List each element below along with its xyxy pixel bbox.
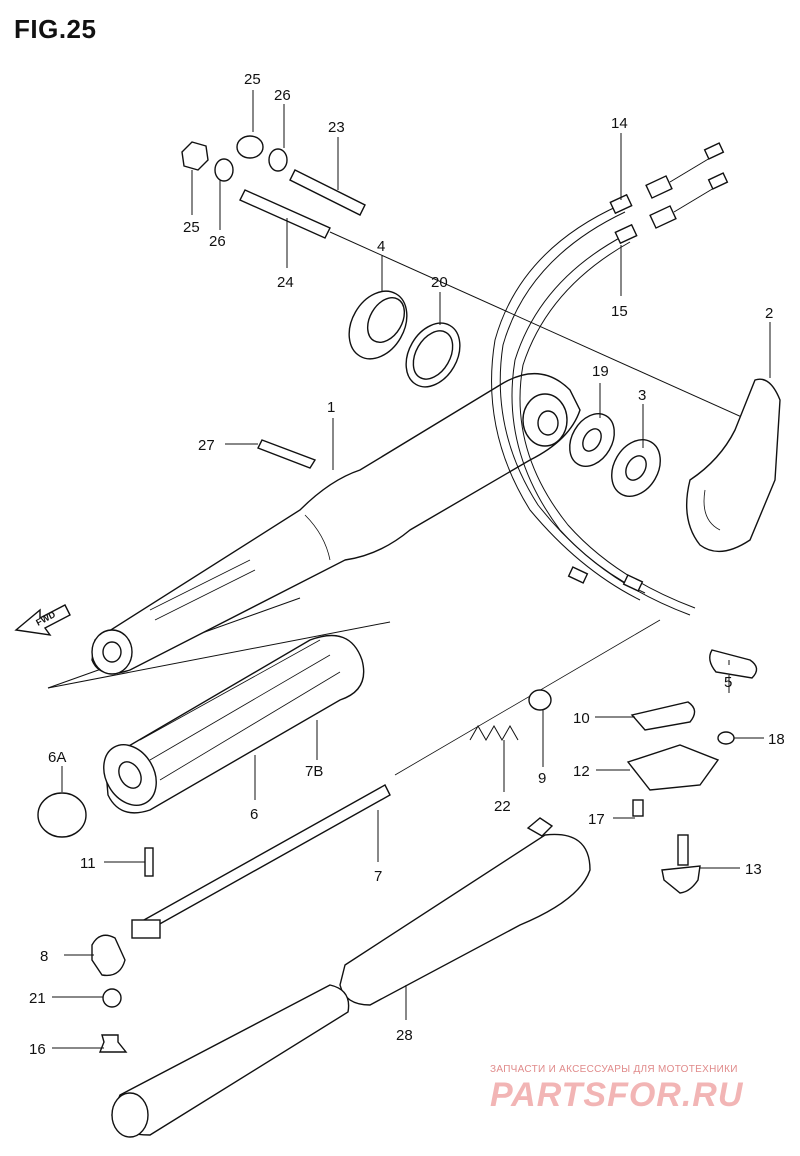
- callout-17: 17: [588, 811, 605, 828]
- callout-14: 14: [611, 115, 628, 132]
- watermark-logo: PARTSFOR.RU: [490, 1076, 744, 1114]
- tiller-cover: [685, 378, 781, 553]
- label-plate: [257, 439, 317, 469]
- throttle-shaft: [131, 784, 391, 939]
- figure-title: FIG.25: [14, 14, 97, 44]
- tiller-extension: [111, 817, 591, 1138]
- callout-22: 22: [494, 798, 511, 815]
- control-cables: [491, 142, 729, 616]
- callout-19: 19: [592, 363, 609, 380]
- leader-lines: [52, 90, 771, 1049]
- callout-26b: 26: [209, 233, 226, 250]
- clip: [528, 689, 552, 711]
- callout-1: 1: [327, 399, 335, 416]
- callout-21: 21: [29, 990, 46, 1007]
- callout-3: 3: [638, 387, 646, 404]
- callout-8: 8: [40, 948, 48, 965]
- callout-16: 16: [29, 1041, 46, 1058]
- callout-15: 15: [611, 303, 628, 320]
- callout-11: 11: [80, 855, 96, 872]
- callout-24: 24: [277, 274, 294, 291]
- callout-7: 7: [374, 868, 382, 885]
- callout-10: 10: [573, 710, 590, 727]
- grip-end-cap: [37, 792, 87, 838]
- callout-12: 12: [573, 763, 590, 780]
- small-fasteners: [632, 731, 735, 894]
- sleeve: [709, 649, 758, 679]
- callout-6a: 6A: [48, 749, 66, 766]
- callout-25b: 25: [183, 219, 200, 236]
- callout-23: 23: [328, 119, 345, 136]
- callout-25a: 25: [244, 71, 261, 88]
- callout-7b: 7B: [305, 763, 323, 780]
- washers-19-3: [569, 413, 661, 497]
- nuts-and-washers: [181, 135, 288, 182]
- bracket-plates: [626, 701, 720, 791]
- callout-5: 5: [724, 674, 732, 691]
- callout-4: 4: [377, 238, 385, 255]
- spring: [469, 724, 519, 742]
- watermark-caption: ЗАПЧАСТИ И АКСЕССУАРЫ ДЛЯ МОТОТЕХНИКИ: [490, 1064, 738, 1075]
- callout-26a: 26: [274, 87, 291, 104]
- callout-28: 28: [396, 1027, 413, 1044]
- bushing-and-seal: [348, 290, 461, 388]
- callout-18: 18: [768, 731, 785, 748]
- tiller-handle-body: [91, 373, 581, 675]
- callout-20: 20: [431, 274, 448, 291]
- callout-27: 27: [198, 437, 215, 454]
- callout-6: 6: [250, 806, 258, 823]
- throttle-grip: [103, 634, 365, 814]
- lower-left-fasteners: [91, 847, 154, 1053]
- callout-9: 9: [538, 770, 546, 787]
- callout-2: 2: [765, 305, 773, 322]
- fwd-arrow: FWD: [14, 604, 71, 636]
- studs-23-24: [239, 169, 366, 239]
- callout-labels: 1 2 3 4 5 6 6A 7 7B 8 9 10 11 12 13 14 1…: [29, 71, 785, 1058]
- callout-13: 13: [745, 861, 762, 878]
